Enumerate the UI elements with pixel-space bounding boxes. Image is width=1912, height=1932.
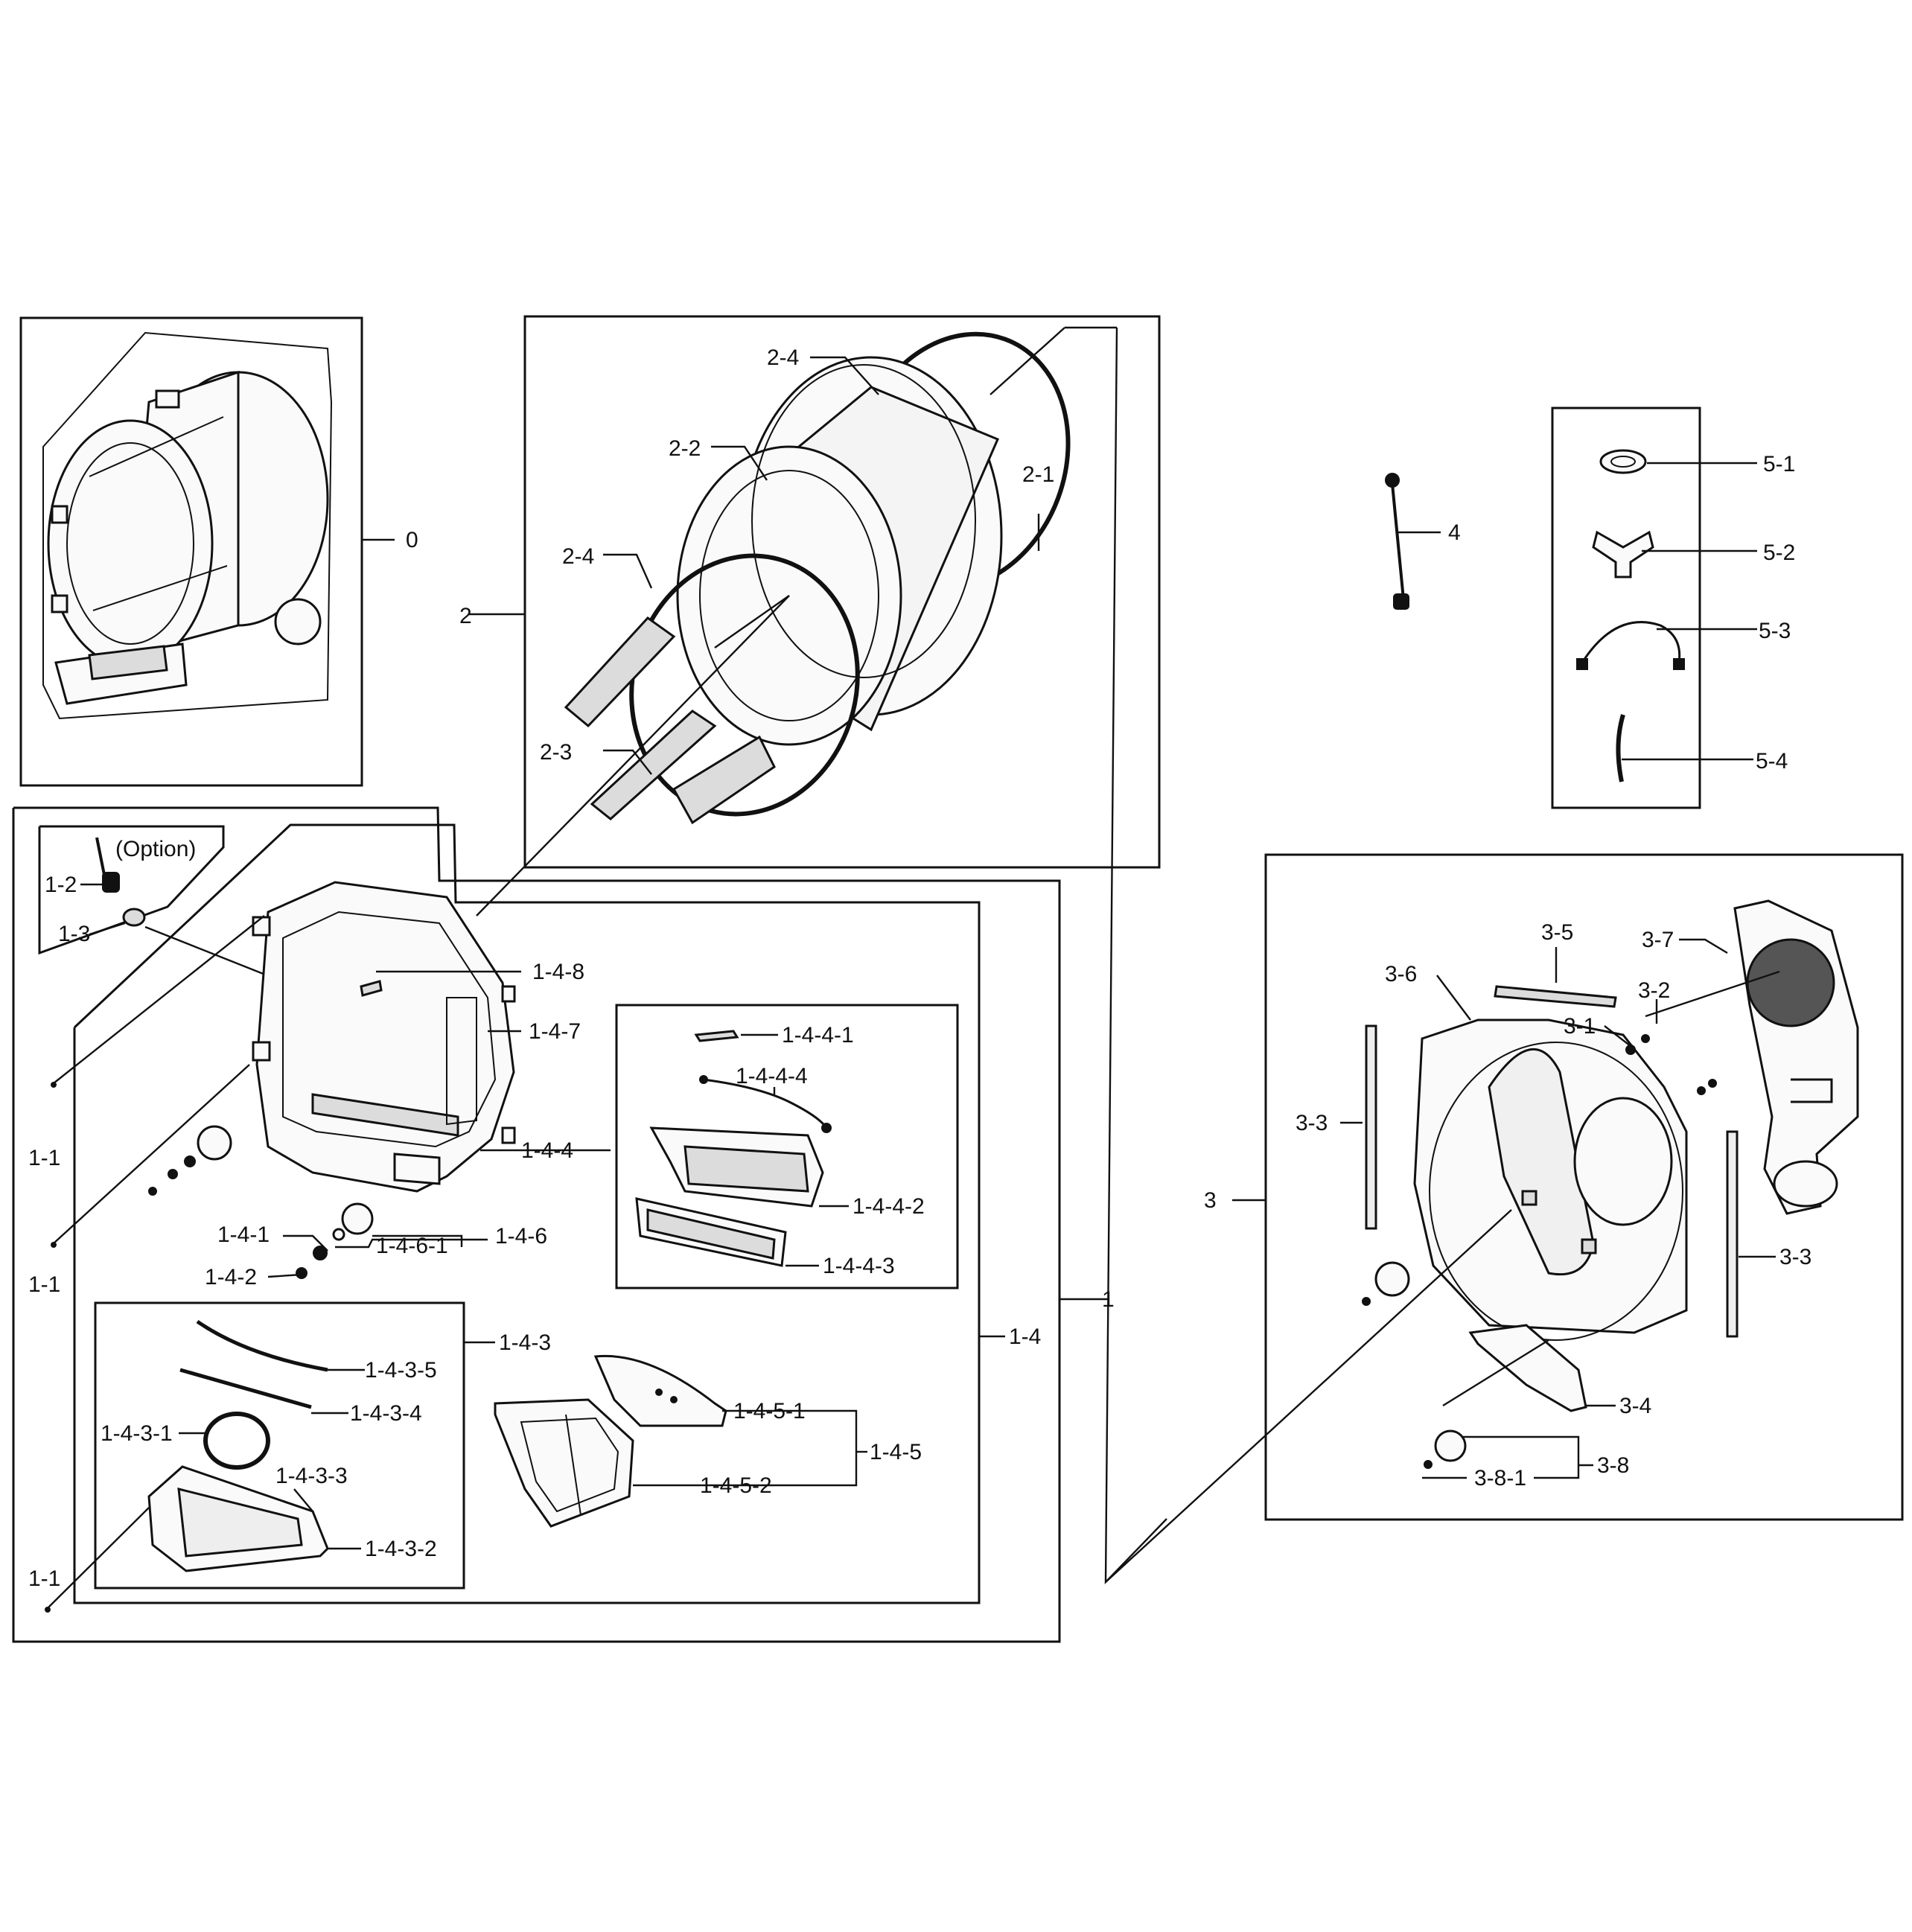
callout-1-4-3-2: 1-4-3-2: [365, 1537, 437, 1561]
lint-duct-1-4-3-2: [147, 1465, 329, 1572]
callout-3-8-1: 3-8-1: [1474, 1466, 1526, 1491]
assembly-0-box: [19, 316, 363, 787]
callout-1-1-c: 1-1: [28, 1566, 60, 1591]
callout-1-4-3-3: 1-4-3-3: [275, 1464, 348, 1488]
callout-1: 1: [1102, 1287, 1115, 1312]
callout-3-7: 3-7: [1642, 928, 1674, 952]
callout-5-2: 5-2: [1763, 541, 1795, 565]
accessory-5-3: [1576, 621, 1685, 670]
callout-1-4-3: 1-4-3: [499, 1330, 551, 1355]
callout-1-4-4-2: 1-4-4-2: [853, 1194, 925, 1219]
accessory-5-1: [1599, 449, 1647, 474]
accessory-5-2: [1592, 530, 1654, 578]
callout-4: 4: [1448, 520, 1461, 545]
callout-3-2: 3-2: [1638, 978, 1670, 1003]
callout-3-8: 3-8: [1597, 1453, 1629, 1478]
callout-1-4-3-5: 1-4-3-5: [365, 1358, 437, 1383]
rear-assembly-group-3-box: [1264, 853, 1904, 1521]
heater-duct-3-7: [1733, 899, 1859, 1215]
callout-1-4-4-4: 1-4-4-4: [736, 1064, 808, 1088]
lint-filter-cover-1-4-5-1: [593, 1354, 727, 1427]
callout-3: 3: [1204, 1188, 1217, 1213]
filter-housing-1-4-4-3: [635, 1197, 787, 1267]
callout-1-4-5-1: 1-4-5-1: [733, 1399, 806, 1424]
callout-1-3: 1-3: [58, 922, 90, 946]
drum-group-2-box: [523, 315, 1161, 869]
callout-3-5: 3-5: [1541, 920, 1573, 945]
callout-1-4-4: 1-4-4: [521, 1138, 573, 1163]
option-box: [38, 825, 225, 955]
lint-filter-screen-1-4-5-2: [494, 1398, 634, 1528]
front-assembly-group-1-box: [12, 806, 1061, 1643]
callout-2-3: 2-3: [540, 740, 572, 765]
callout-3-6: 3-6: [1385, 962, 1417, 986]
callout-2-2: 2-2: [669, 436, 701, 461]
front-panel-illustration: [252, 881, 516, 1193]
callout-1-2: 1-2: [45, 873, 77, 897]
callout-1-4-5: 1-4-5: [870, 1440, 922, 1464]
callout-2-4-front: 2-4: [562, 544, 594, 569]
callout-2: 2: [459, 604, 472, 628]
callout-2-1: 2-1: [1022, 462, 1054, 487]
callout-5-3: 5-3: [1759, 619, 1791, 643]
callout-5-1: 5-1: [1763, 452, 1795, 476]
duct-box-1-4-4: [615, 1004, 959, 1289]
option-note: (Option): [115, 837, 196, 861]
callout-1-4-6-1: 1-4-6-1: [376, 1234, 448, 1258]
callout-1-4-2: 1-4-2: [205, 1265, 257, 1289]
drum-illustration: [564, 331, 1071, 825]
callout-3-3-left: 3-3: [1296, 1111, 1328, 1135]
accessory-5-4: [1616, 714, 1625, 782]
callout-1-4-4-1: 1-4-4-1: [782, 1023, 854, 1048]
callout-1-1-a: 1-1: [28, 1146, 60, 1170]
front-assembly-1-4-box: [73, 823, 981, 1604]
sensor-part-4: [1385, 473, 1409, 610]
callout-5-4: 5-4: [1756, 749, 1788, 774]
callout-3-1: 3-1: [1564, 1014, 1596, 1039]
callout-1-4-6: 1-4-6: [495, 1224, 547, 1249]
callout-1-4-1: 1-4-1: [217, 1222, 270, 1247]
accessories-group-5-box: [1551, 407, 1701, 809]
duct-3-4: [1468, 1324, 1587, 1412]
callout-3-4: 3-4: [1619, 1394, 1651, 1418]
callout-3-3-right: 3-3: [1779, 1245, 1811, 1269]
callout-1-1-b: 1-1: [28, 1272, 60, 1297]
callout-1-4-7: 1-4-7: [529, 1019, 581, 1044]
callout-1-4-8: 1-4-8: [532, 960, 584, 984]
callout-1-4-3-4: 1-4-3-4: [350, 1401, 422, 1426]
duct-1-4-4-2: [649, 1126, 824, 1208]
rear-panel-3-6: [1413, 1018, 1688, 1341]
callout-1-4: 1-4: [1009, 1324, 1041, 1349]
callout-1-4-4-3: 1-4-4-3: [823, 1254, 895, 1278]
complete-drum-assembly-illustration: [47, 370, 329, 705]
callout-2-4-rear: 2-4: [767, 345, 799, 370]
callout-1-4-3-1: 1-4-3-1: [101, 1421, 173, 1446]
callout-0: 0: [406, 528, 418, 552]
callout-1-4-5-2: 1-4-5-2: [700, 1473, 772, 1498]
duct-box-1-4-3: [94, 1301, 465, 1590]
